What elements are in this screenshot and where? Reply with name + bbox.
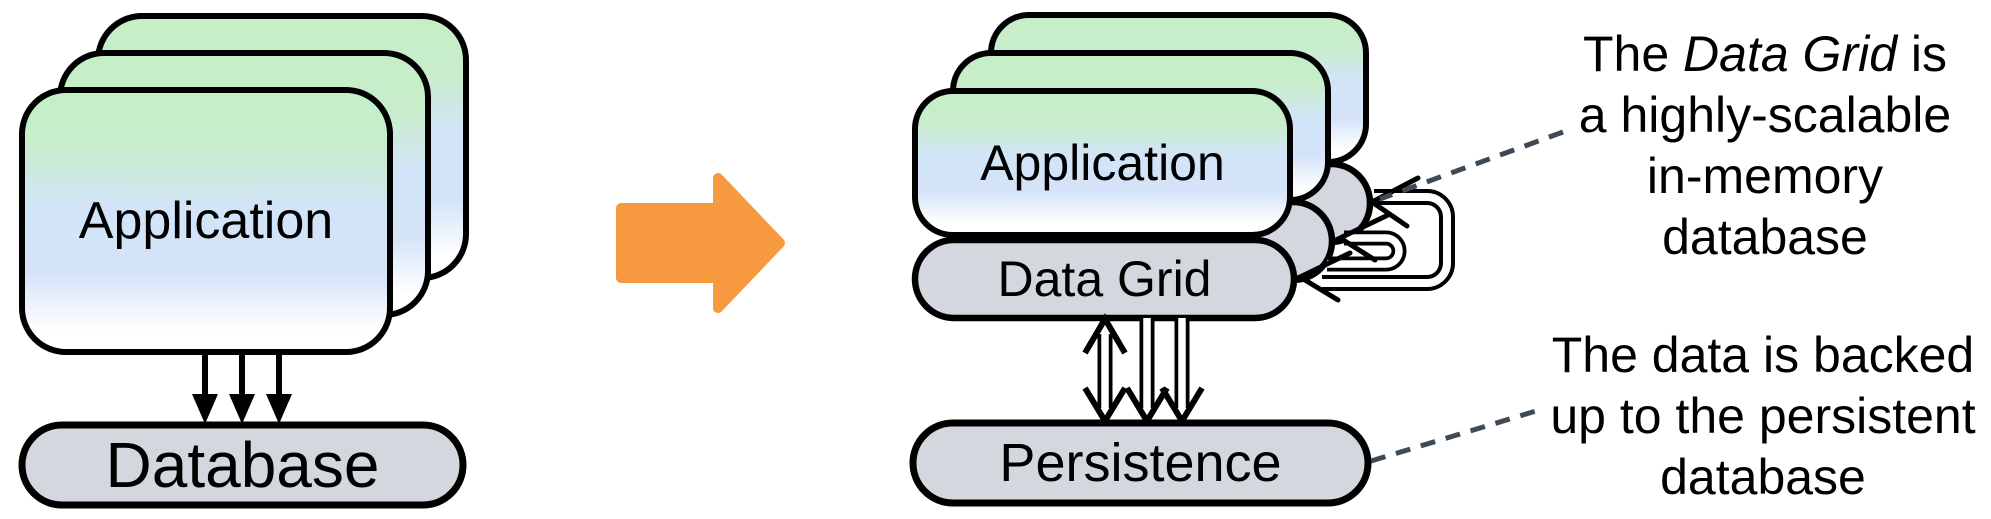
grid-replication-loops [1294, 175, 1455, 303]
persistence-pill [909, 419, 1372, 507]
annotation-line: The Data Grid is [1582, 26, 1948, 82]
sync-arrow-down [1124, 318, 1170, 427]
replication-loop-outer [1322, 189, 1455, 291]
annotation-connectors [1370, 129, 1564, 464]
down-arrow [192, 351, 218, 424]
data-grid-pill-front [911, 236, 1298, 322]
annotation-line: database [1660, 449, 1866, 505]
annotation-line: up to the persistent [1550, 388, 1976, 444]
annotation-line: a highly-scalable [1578, 87, 1952, 143]
down-arrow [266, 351, 292, 424]
database-pill [18, 421, 467, 509]
replication-arrowheads [1294, 175, 1421, 303]
annotation-line: The data is backed [1551, 327, 1975, 383]
sync-arrow-down [1159, 318, 1205, 427]
data-grid-annotation: The Data Grid is a highly-scalable in-me… [1540, 24, 1990, 268]
persistence-note-connector [1370, 408, 1537, 464]
data-grid-note-connector [1379, 129, 1564, 202]
right-application-stack [911, 12, 1374, 322]
transition-right-arrow [616, 173, 785, 313]
down-arrow [229, 351, 255, 424]
annotation-line: database [1662, 209, 1868, 265]
left-application-stack [19, 13, 469, 355]
application-card-front [19, 87, 393, 355]
annotation-line: in-memory [1646, 148, 1884, 204]
persistence-annotation: The data is backed up to the persistent … [1538, 325, 1988, 508]
app-to-database-arrows [192, 351, 292, 424]
grid-persistence-arrows [1082, 313, 1205, 427]
sync-arrow-bidirectional [1082, 313, 1128, 427]
replication-loop-inner [1327, 230, 1407, 272]
application-card-front [912, 88, 1293, 238]
